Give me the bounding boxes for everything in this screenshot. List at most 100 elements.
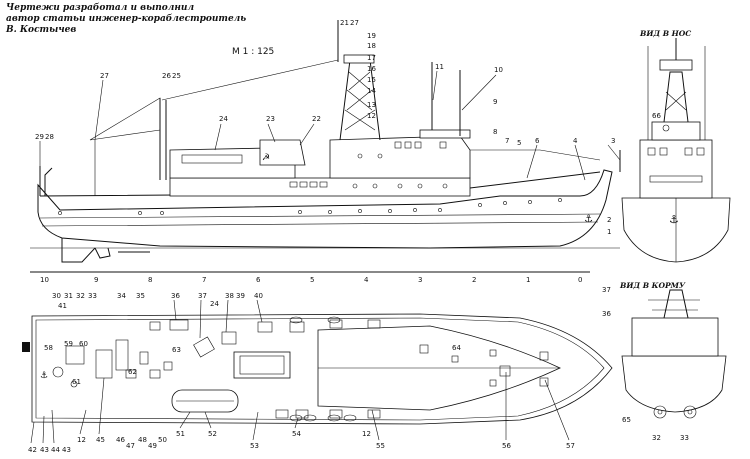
callout-25: 25 [172,72,181,80]
plan-callouts-top: 36 37 24 38 39 40 64 [171,292,461,352]
callout-38: 38 [225,292,234,300]
callout-30: 30 [52,292,61,300]
callout-3: 3 [611,137,615,145]
callout-13: 13 [367,101,376,109]
hammer-sickle-icon: ☭ [262,153,270,163]
callout-21: 21 [340,19,349,27]
anchor-icon: ⚓ [584,214,593,225]
bow-windows [647,147,705,183]
callout-58: 58 [44,344,53,352]
hatch-cover [239,355,285,375]
callout-43a: 43 [40,446,49,454]
callout-60: 60 [79,340,88,348]
callout-17: 17 [367,54,376,62]
deck-fittings [52,319,549,388]
plan-anchor-icon: ⚓ [40,371,48,381]
callout-18: 18 [367,42,376,50]
station-marks: 10 9 8 7 6 5 4 3 2 1 0 [40,276,582,284]
awning [89,97,161,141]
bridge-windows [357,141,447,159]
stern-superstructure [631,317,719,357]
callout-8: 8 [493,128,497,136]
callout-46: 46 [116,436,125,444]
portholes [58,198,562,215]
callout-24b: 24 [210,300,219,308]
callout-4: 4 [573,137,578,145]
callout-50: 50 [158,436,167,444]
callout-24: 24 [219,115,228,123]
bow-view: ВИД В НОС 66 ⚓ [621,29,731,263]
callout-48: 48 [138,436,147,444]
credit-line-1: Чертежи разработал и выполнил [6,3,195,13]
credit-line-2: автор статьи инженер-кораблестроитель [6,14,247,24]
callout-39: 39 [236,292,245,300]
rudder [61,238,96,263]
callout-36b: 36 [602,310,611,318]
station-5: 5 [310,276,314,284]
plan-callouts-left: 41 58 59 60 61 62 63 [44,302,181,386]
callout-34: 34 [117,292,126,300]
callout-27b: 27 [100,72,109,80]
callout-54: 54 [292,430,301,438]
callout-28: 28 [45,133,54,141]
below-side-callouts: 30 31 32 33 34 35 [52,292,145,300]
callout-66: 66 [652,112,661,120]
station-2: 2 [472,276,476,284]
bow-view-title: ВИД В НОС [639,29,691,38]
mast-platform [343,54,375,64]
superstructure-windows [289,181,448,189]
stern-fairlead [22,342,30,352]
callout-22: 22 [312,115,321,123]
bow-mast [663,71,689,123]
callout-51: 51 [176,430,185,438]
credit-line-3: В. Костычев [6,25,77,35]
callout-15: 15 [367,76,376,84]
deckhouse-windows [181,154,243,164]
callout-36: 36 [171,292,180,300]
callout-16: 16 [367,65,376,73]
callout-5: 5 [517,139,521,147]
mast-bracing [344,71,376,131]
station-10: 10 [40,276,49,284]
bow-lifebuoy [662,124,670,132]
callout-14: 14 [367,87,376,95]
callout-9: 9 [493,98,497,106]
station-4: 4 [364,276,369,284]
callout-63: 63 [172,346,181,354]
stern-propellers [653,405,697,419]
callout-57: 57 [566,442,575,450]
stern-hull [621,355,727,413]
callout-27a: 27 [350,19,359,27]
station-1: 1 [526,276,530,284]
callout-40: 40 [254,292,263,300]
callout-31: 31 [64,292,73,300]
callout-7: 7 [505,137,509,145]
bitts [289,316,357,422]
funnel [259,139,306,166]
callout-56: 56 [502,442,511,450]
callout-65: 65 [622,416,631,424]
bow-mast-platform [659,59,693,71]
callout-23: 23 [266,115,275,123]
side-callouts: 21 27 19 18 17 16 15 14 13 12 11 10 9 8 … [35,19,615,236]
station-6: 6 [256,276,261,284]
cargo-hatch [233,351,291,379]
callout-52: 52 [208,430,217,438]
bow-bridge [651,121,701,141]
callout-33b: 33 [680,434,689,442]
bow-mast-bracing [665,91,687,111]
callout-19: 19 [367,32,376,40]
station-9: 9 [94,276,98,284]
hull-line [41,221,599,227]
bow-anchor-icon: ⚓ [669,213,679,226]
callout-59: 59 [64,340,73,348]
side-leaders [39,70,621,181]
callout-37: 37 [198,292,207,300]
railing [470,149,601,161]
callout-42: 42 [28,446,37,454]
bridge-block [329,135,471,179]
callout-41: 41 [58,302,67,310]
plan-leaders [30,299,570,444]
callout-49: 49 [148,442,157,450]
